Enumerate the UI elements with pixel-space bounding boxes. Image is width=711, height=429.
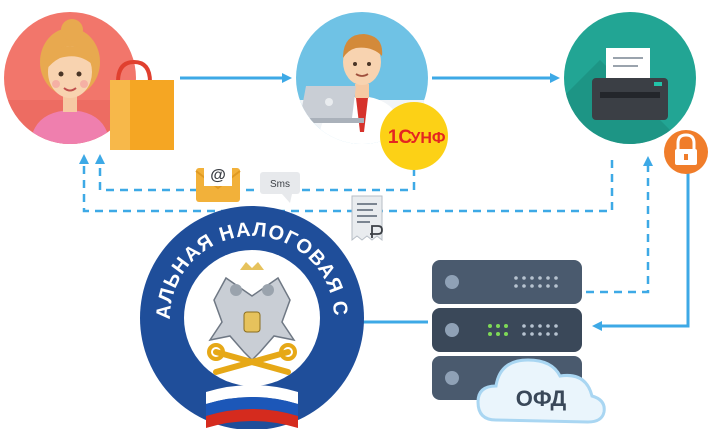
- paper-receipt-icon: [351, 195, 383, 242]
- sms-bubble-icon: Sms: [260, 172, 300, 203]
- arrow-seller-to-customer-dashed: [95, 154, 416, 192]
- 1c-unf-logo: 1С УНФ: [380, 102, 448, 170]
- lock-icon: [664, 130, 708, 174]
- sms-label: Sms: [270, 179, 290, 190]
- customer-icon: [4, 12, 174, 150]
- arrow-server-to-printer-dashed: [586, 156, 653, 294]
- shopping-bag-icon: [110, 59, 174, 150]
- 1c-logo-text: 1С: [388, 127, 413, 148]
- double-headed-eagle-icon: [208, 262, 296, 362]
- seller-icon: 1С УНФ: [296, 12, 448, 170]
- ofd-label: ОФД: [516, 386, 567, 411]
- crossed-keys-icon: [213, 349, 291, 375]
- russian-flag-icon: [206, 385, 298, 428]
- dashed-return-arrows: [79, 154, 653, 294]
- unf-logo-text: УНФ: [410, 130, 446, 147]
- arrow-printer-to-customer-dashed: [79, 154, 614, 213]
- email-envelope-icon: @: [195, 160, 241, 202]
- cloud-icon: ОФД: [476, 358, 606, 424]
- email-at-symbol: @: [210, 167, 226, 184]
- arrow-lock-to-server: [592, 160, 690, 331]
